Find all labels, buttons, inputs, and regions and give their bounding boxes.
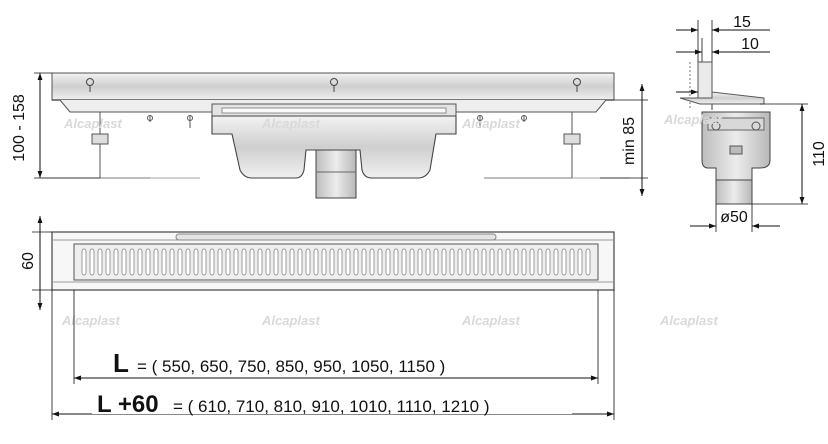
grate-slot: [257, 248, 263, 276]
length-l-symbol: L: [113, 348, 129, 378]
grate-slot: [457, 248, 463, 276]
length-l60-values: = ( 610, 710, 810, 910, 1010, 1110, 1210…: [173, 397, 489, 416]
grate-slot: [353, 248, 359, 276]
grate-slot: [369, 248, 375, 276]
grate-slot: [201, 248, 207, 276]
grate-slot: [249, 248, 255, 276]
drain-grate: [73, 243, 599, 281]
grate-slot: [513, 248, 519, 276]
outlet-dim-label: ø50: [720, 209, 748, 226]
grate-slot: [289, 248, 295, 276]
grate-slot: [529, 248, 535, 276]
grate-slot: [521, 248, 527, 276]
grate-slot: [105, 248, 111, 276]
grate-slot: [577, 248, 583, 276]
grate-slot: [585, 248, 591, 276]
watermark-logo: Alcaplast: [61, 313, 120, 328]
grate-slot: [337, 248, 343, 276]
grate-slot: [273, 248, 279, 276]
grate-slot: [265, 248, 271, 276]
grate-slot: [153, 248, 159, 276]
side-view: 100 - 158 min 85 Alcaplast Alcaplast Alc…: [11, 72, 648, 199]
grate-slot: [177, 248, 183, 276]
grate-slot: [545, 248, 551, 276]
grate-slot: [505, 248, 511, 276]
grate-slot: [233, 248, 239, 276]
top-view: 60 Alcaplast Alcaplast Alcaplast Alcapla…: [20, 216, 718, 328]
grate-slot: [481, 248, 487, 276]
grate-slot: [241, 248, 247, 276]
grate-slot: [281, 248, 287, 276]
watermark-logo: Alcaplast: [659, 313, 718, 328]
min-height-label: min 85: [621, 117, 638, 165]
grate-slot: [561, 248, 567, 276]
grate-slot: [409, 248, 415, 276]
grate-slot: [145, 248, 151, 276]
grate-slot: [433, 248, 439, 276]
watermark-logo: Alcaplast: [461, 313, 520, 328]
grate-slot: [465, 248, 471, 276]
length-l60-symbol: L +60: [97, 391, 159, 418]
grate-slot: [313, 248, 319, 276]
grate-slot: [473, 248, 479, 276]
height-range-label: 100 - 158: [11, 94, 28, 162]
grate-slot: [113, 248, 119, 276]
grate-slot: [489, 248, 495, 276]
watermark-logo: Alcaplast: [663, 112, 722, 127]
grate-slot: [425, 248, 431, 276]
length-dimensions: L = ( 550, 650, 750, 850, 950, 1050, 115…: [51, 290, 615, 420]
grate-slot: [137, 248, 143, 276]
grate-slot: [449, 248, 455, 276]
grate-slots: [81, 248, 591, 276]
grate-slot: [553, 248, 559, 276]
grate-slot: [305, 248, 311, 276]
outlet-pipe: [315, 149, 357, 199]
grate-slot: [297, 248, 303, 276]
grate-slot: [217, 248, 223, 276]
grate-slot: [161, 248, 167, 276]
grate-slot: [441, 248, 447, 276]
watermark-logo: Alcaplast: [63, 116, 122, 131]
grate-slot: [377, 248, 383, 276]
grate-slot: [97, 248, 103, 276]
watermark-logo: Alcaplast: [261, 116, 320, 131]
channel-plate: [51, 72, 615, 101]
length-l-values: = ( 550, 650, 750, 850, 950, 1050, 1150 …: [137, 357, 445, 376]
watermark-logo: Alcaplast: [261, 313, 320, 328]
dim-15-label: 15: [733, 14, 751, 31]
grate-slot: [345, 248, 351, 276]
grate-slot: [121, 248, 127, 276]
grate-slot: [537, 248, 543, 276]
grate-slot: [361, 248, 367, 276]
grate-slot: [81, 248, 87, 276]
grate-slot: [209, 248, 215, 276]
dim-110-label: 110: [811, 141, 828, 167]
grate-slot: [225, 248, 231, 276]
grate-slot: [497, 248, 503, 276]
grate-slot: [417, 248, 423, 276]
grate-slot: [393, 248, 399, 276]
dim-10-label: 10: [741, 36, 759, 53]
grate-slot: [401, 248, 407, 276]
grate-slot: [569, 248, 575, 276]
section-view: 15 10 110 ø50 Alcaplast: [663, 14, 828, 232]
grate-slot: [321, 248, 327, 276]
width-dim-label: 60: [20, 252, 37, 270]
grate-slot: [329, 248, 335, 276]
grate-slot: [193, 248, 199, 276]
grate-slot: [185, 248, 191, 276]
grate-slot: [169, 248, 175, 276]
watermark-logo: Alcaplast: [461, 116, 520, 131]
grate-slot: [129, 248, 135, 276]
grate-slot: [89, 248, 95, 276]
grate-slot: [385, 248, 391, 276]
